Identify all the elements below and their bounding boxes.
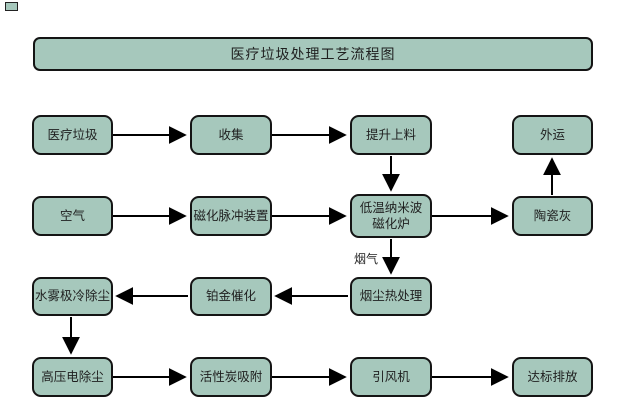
node-lifting-feed: 提升上料 [350,115,432,155]
node-high-voltage-electrostatic: 高压电除尘 [32,357,113,397]
node-nano-wave-furnace: 低温纳米波 磁化炉 [350,194,432,238]
corner-marker [5,2,18,11]
node-water-mist-dust-removal: 水雾极冷除尘 [32,277,113,316]
node-collection: 收集 [190,115,272,155]
diagram-title: 医疗垃圾处理工艺流程图 [33,37,593,71]
node-soot-heat-treatment: 烟尘热处理 [350,277,432,316]
node-ceramic-ash: 陶瓷灰 [512,196,593,236]
node-magnetic-pulse-device: 磁化脉冲装置 [190,196,272,236]
edge-label-flue-gas: 烟气 [354,252,379,266]
node-medical-waste: 医疗垃圾 [32,115,113,155]
node-air: 空气 [32,196,113,236]
node-outbound-transport: 外运 [512,115,593,155]
node-standard-discharge: 达标排放 [512,357,593,397]
node-platinum-catalysis: 铂金催化 [190,277,272,316]
node-induced-draft-fan: 引风机 [350,357,432,397]
node-activated-carbon-adsorption: 活性炭吸附 [190,357,272,397]
